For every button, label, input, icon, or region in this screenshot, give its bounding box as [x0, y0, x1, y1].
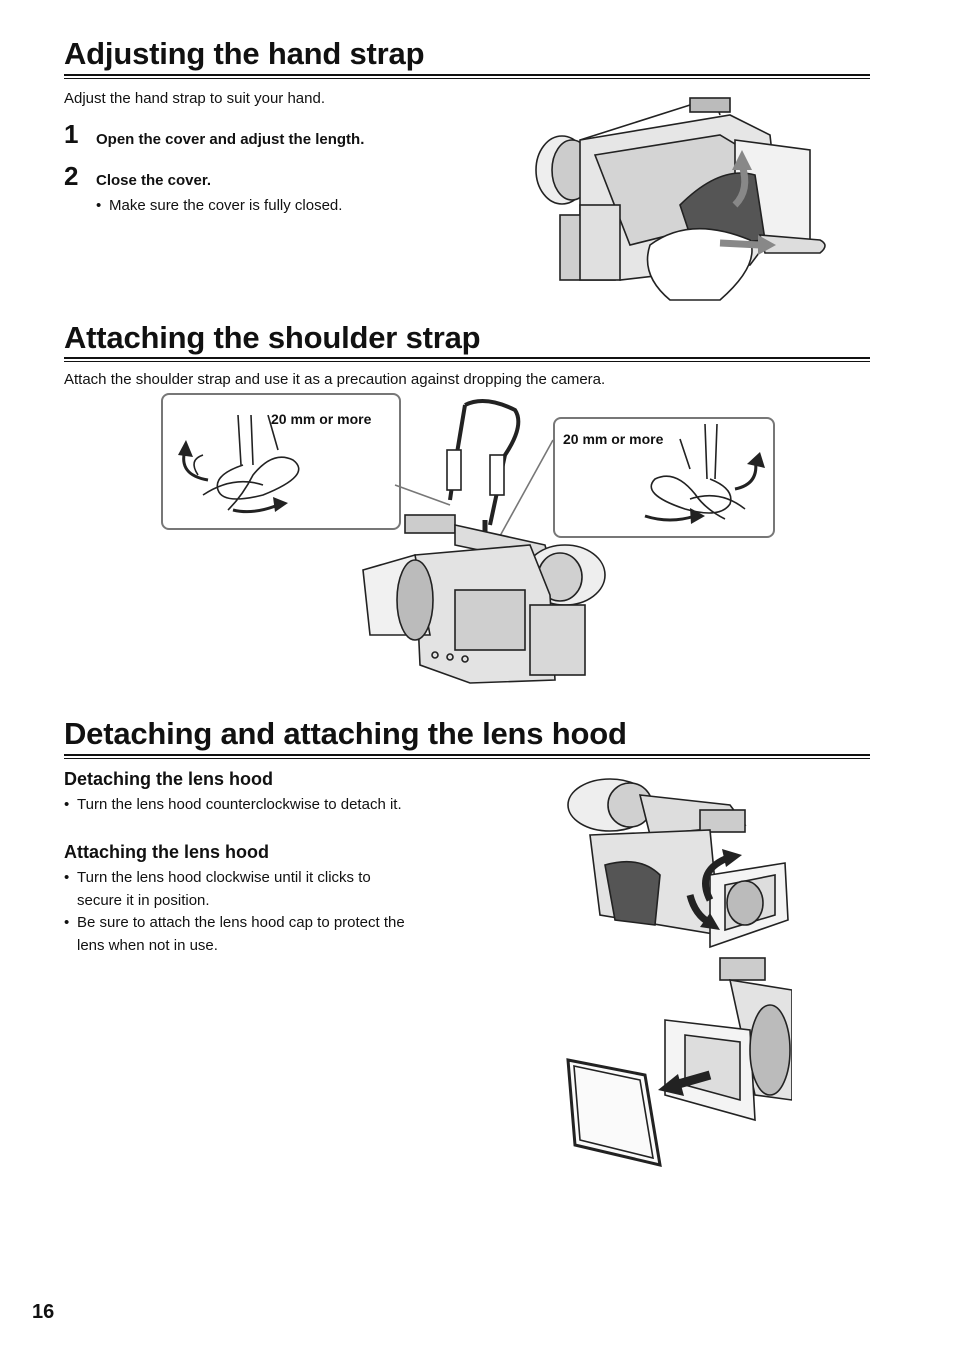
step-number-1: 1 [64, 119, 79, 149]
section-rule-thin [64, 361, 870, 362]
lens-hood-rotate-illustration [567, 778, 789, 949]
attach-bullet-2-line-1: Be sure to attach the lens hood cap to p… [77, 914, 405, 931]
section-title-lens-hood: Detaching and attaching the lens hood [64, 716, 627, 751]
subheading-attach: Attaching the lens hood [64, 842, 269, 862]
section-rule [64, 357, 870, 359]
section-rule [64, 74, 870, 76]
section-title-shoulder-strap: Attaching the shoulder strap [64, 320, 481, 355]
section-rule [64, 754, 870, 756]
step-2-bullet: Make sure the cover is fully closed. [96, 194, 342, 217]
section-title-hand-strap: Adjusting the hand strap [64, 36, 425, 71]
step-number-2: 2 [64, 161, 79, 191]
step-text-1: Open the cover and adjust the length. [96, 131, 365, 148]
attach-bullet-1-line-1: Turn the lens hood clockwise until it cl… [77, 869, 371, 886]
subheading-detach: Detaching the lens hood [64, 769, 274, 789]
step-2-bullet-text: Make sure the cover is fully closed. [109, 197, 343, 214]
attach-bullet-2-line-2: lens when not in use. [77, 937, 218, 954]
attach-bullet-1: Turn the lens hood clockwise until it cl… [64, 866, 371, 912]
step-text-2: Close the cover. [96, 172, 212, 189]
detach-bullet: Turn the lens hood counterclockwise to d… [64, 793, 402, 816]
section-rule-thin [64, 78, 870, 79]
page-number: 16 [32, 1301, 55, 1323]
strap-loop-illustration-right [644, 424, 765, 524]
strap-detail-callout-left: 20 mm or more [161, 393, 401, 530]
callout-label-left: 20 mm or more [271, 411, 372, 427]
shoulder-strap-intro: Attach the shoulder strap and use it as … [64, 371, 606, 388]
attach-bullet-2: Be sure to attach the lens hood cap to p… [64, 911, 405, 957]
lens-hood-detach-illustration [566, 957, 792, 1167]
callout-label-right: 20 mm or more [563, 431, 664, 447]
shoulder-strap-camera-illustration [362, 399, 606, 684]
strap-detail-callout-right: 20 mm or more [553, 417, 775, 538]
hand-strap-intro: Adjust the hand strap to suit your hand. [64, 90, 325, 107]
attach-bullet-1-line-2: secure it in position. [77, 892, 210, 909]
hand-strap-camera-illustration [535, 97, 826, 301]
section-rule-thin [64, 758, 870, 759]
detach-bullet-text: Turn the lens hood counterclockwise to d… [77, 796, 402, 813]
strap-loop-illustration-left [178, 415, 300, 514]
